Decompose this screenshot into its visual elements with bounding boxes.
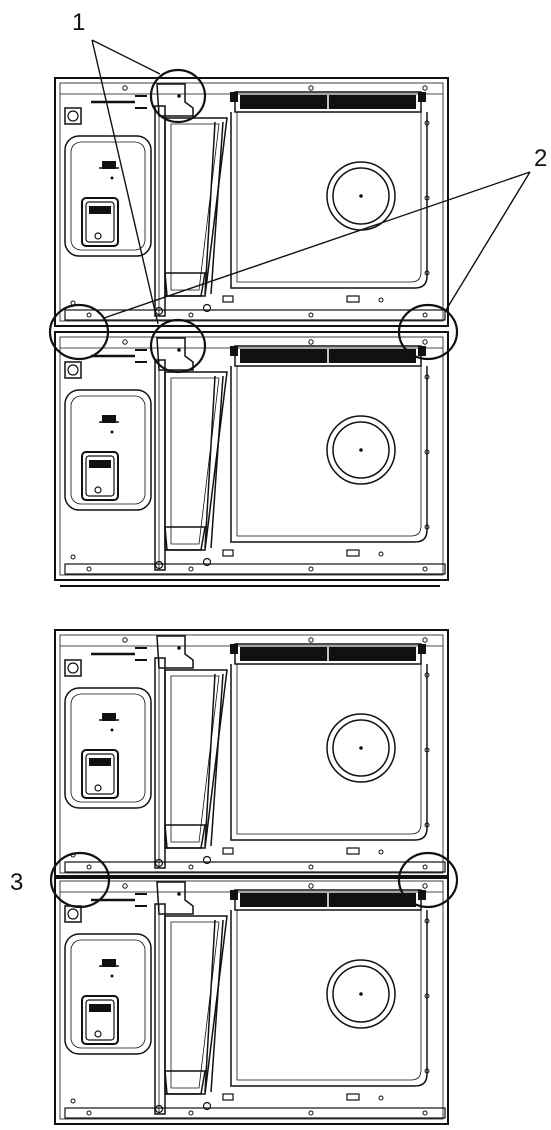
callout-circle-2-left bbox=[48, 303, 110, 361]
leader-line-2-left bbox=[103, 171, 531, 319]
callout-label-3: 3 bbox=[10, 869, 23, 896]
callout-circle-2-right bbox=[397, 303, 459, 361]
leader-line-1b bbox=[91, 39, 159, 325]
leader-line-1a bbox=[91, 39, 161, 75]
top-stack-lower-unit bbox=[53, 330, 450, 582]
callout-label-2: 2 bbox=[534, 145, 547, 172]
callout-circle-1b bbox=[149, 318, 207, 374]
callout-circle-3-left bbox=[49, 851, 111, 909]
bottom-stack-upper-unit bbox=[53, 628, 450, 880]
bottom-stack-lower-unit bbox=[53, 874, 450, 1126]
top-stack-upper-unit bbox=[53, 76, 450, 328]
callout-circle-3-right bbox=[397, 851, 459, 909]
leader-line-2-right bbox=[445, 171, 531, 311]
callout-circle-1a bbox=[149, 68, 207, 124]
callout-label-1: 1 bbox=[72, 9, 85, 36]
